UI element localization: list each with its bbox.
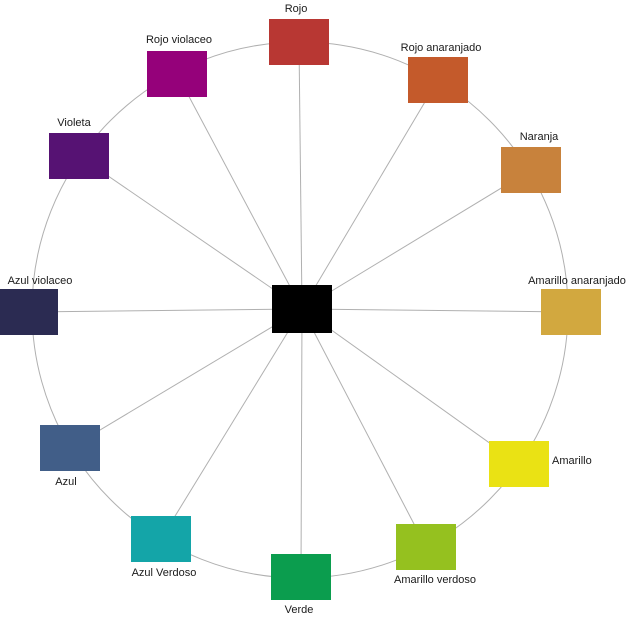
swatch-label-violeta: Violeta [57, 117, 91, 129]
swatch-amarillo [489, 441, 549, 487]
swatch-rojo [269, 19, 329, 65]
spoke-violeta [78, 155, 303, 310]
swatch-rojo-violaceo [147, 51, 207, 97]
swatch-label-azul-verdoso: Azul Verdoso [131, 567, 197, 579]
spoke-amarillo-anaranjado [301, 308, 572, 313]
swatch-label-rojo: Rojo [284, 3, 308, 15]
swatch-label-amarillo-anaranjado: Amarillo anaranjado [528, 275, 626, 287]
swatch-azul-verdoso [131, 516, 191, 562]
spoke-rojo [298, 41, 303, 310]
spoke-verde [300, 308, 303, 578]
spoke-azul-violaceo [27, 308, 303, 313]
swatch-label-rojo-violaceo: Rojo violaceo [145, 34, 213, 46]
swatch-label-amarillo: Amarillo [552, 455, 592, 467]
swatch-rojo-anaranjado [408, 57, 468, 103]
swatch-label-naranja: Naranja [519, 131, 559, 143]
swatch-label-azul-violaceo: Azul violaceo [7, 275, 73, 287]
swatch-label-azul: Azul [55, 476, 77, 488]
swatch-amarillo-anaranjado [541, 289, 601, 335]
spoke-azul [69, 308, 303, 449]
spoke-amarillo [301, 308, 520, 465]
swatch-label-verde: Verde [284, 604, 314, 616]
swatch-label-rojo-anaranjado: Rojo anaranjado [400, 42, 482, 54]
swatch-violeta [49, 133, 109, 179]
spoke-amarillo-verdoso [301, 308, 427, 548]
center-swatch [272, 285, 332, 333]
spoke-naranja [301, 169, 532, 310]
swatch-verde [271, 554, 331, 600]
swatch-azul-violaceo [0, 289, 58, 335]
swatch-naranja [501, 147, 561, 193]
swatch-label-amarillo-verdoso: Amarillo verdoso [394, 574, 476, 586]
spoke-azul-verdoso [160, 308, 303, 540]
spoke-rojo-violaceo [176, 73, 303, 310]
spoke-rojo-anaranjado [301, 79, 439, 310]
swatch-azul [40, 425, 100, 471]
swatch-amarillo-verdoso [396, 524, 456, 570]
